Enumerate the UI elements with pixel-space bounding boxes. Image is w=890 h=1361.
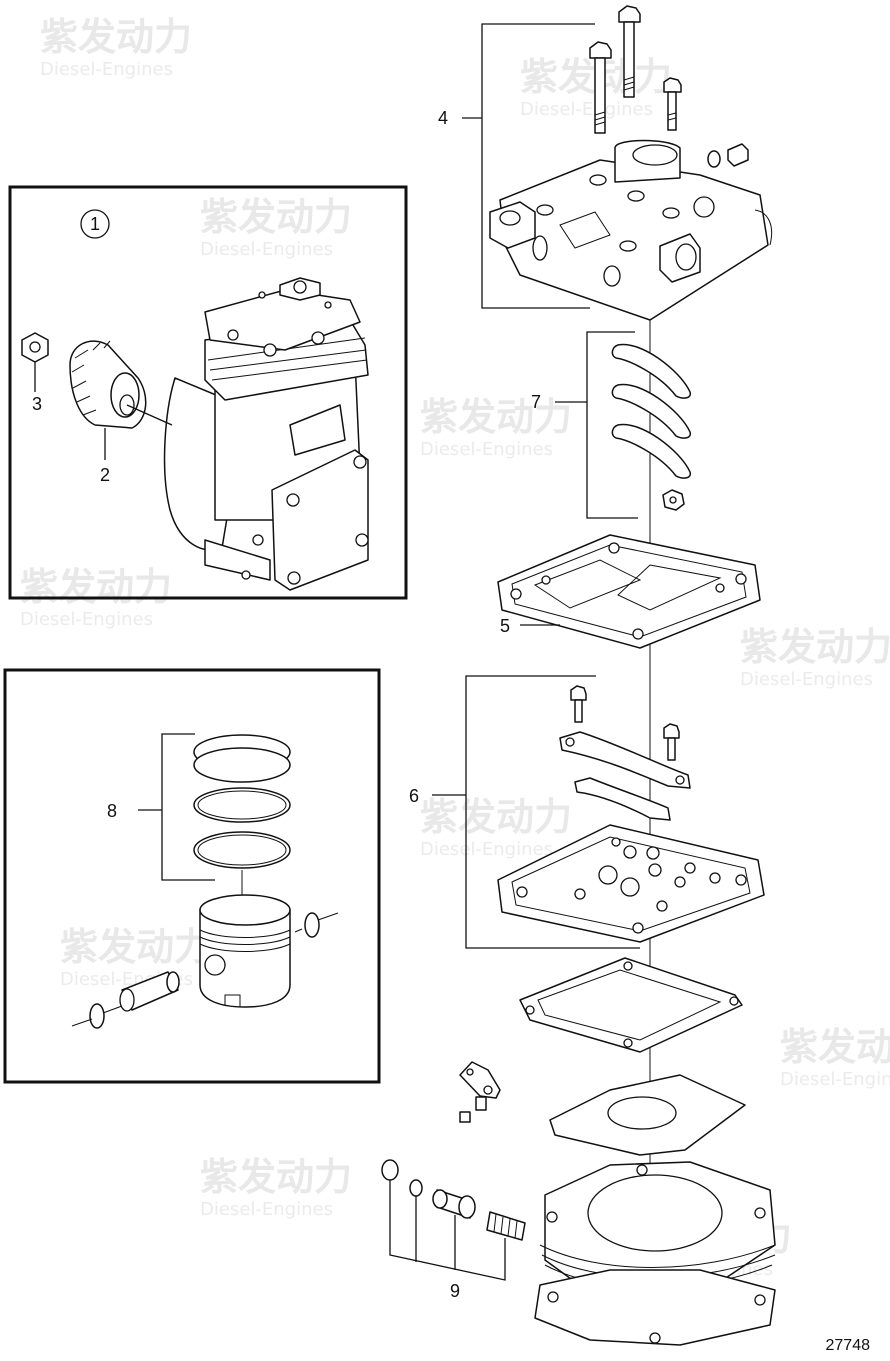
valve-reeds xyxy=(611,343,692,479)
callout-8: 8 xyxy=(107,801,117,821)
callout-6: 6 xyxy=(409,786,419,806)
piston-kit-frame xyxy=(3,668,381,1084)
svg-text:紫发动力: 紫发动力 xyxy=(740,625,890,669)
dowel-pins xyxy=(459,1096,487,1123)
svg-text:Diesel-Engines: Diesel-Engines xyxy=(20,609,153,630)
compressor-assembly-frame xyxy=(8,185,408,600)
drive-gear xyxy=(69,340,147,429)
svg-text:紫发动力: 紫发动力 xyxy=(20,565,172,609)
svg-text:紫发动力: 紫发动力 xyxy=(200,195,352,239)
svg-text:紫发动力: 紫发动力 xyxy=(60,925,212,969)
svg-text:Diesel-Engines: Diesel-Engines xyxy=(420,839,553,860)
piston xyxy=(199,894,291,1008)
thermal-plate xyxy=(549,1074,746,1156)
cylinder-head xyxy=(489,139,773,321)
callout-9: 9 xyxy=(450,1281,460,1301)
callout-5: 5 xyxy=(500,616,510,636)
valve-plate-assembly xyxy=(497,685,765,943)
unloader-valve-parts xyxy=(381,1159,526,1241)
piston-pin xyxy=(119,971,180,1012)
svg-text:Diesel-Engines: Diesel-Engines xyxy=(200,239,333,260)
callout-3: 3 xyxy=(32,394,42,414)
svg-text:Diesel-Engines: Diesel-Engines xyxy=(40,59,173,80)
svg-text:紫发动力: 紫发动力 xyxy=(200,1155,352,1199)
svg-text:Diesel-Engines: Diesel-Engines xyxy=(520,99,653,120)
lower-gasket xyxy=(519,957,743,1053)
svg-text:Diesel-Engines: Diesel-Engines xyxy=(420,439,553,460)
compressor-assembly xyxy=(163,277,369,591)
svg-text:Diesel-Engines: Diesel-Engines xyxy=(740,669,873,690)
head-gasket xyxy=(497,534,761,649)
valve-nut xyxy=(662,489,685,511)
svg-text:Diesel-Engines: Diesel-Engines xyxy=(780,1069,890,1090)
piston-rings xyxy=(193,734,291,869)
callout-2: 2 xyxy=(100,465,110,485)
banjo-plug xyxy=(707,143,749,168)
svg-text:紫发动力: 紫发动力 xyxy=(780,1025,890,1069)
callout-1: 1 xyxy=(90,214,100,234)
callout-7: 7 xyxy=(531,392,541,412)
assembly-callout-circle xyxy=(80,209,110,239)
svg-text:紫发动力: 紫发动力 xyxy=(40,15,192,59)
callout-4: 4 xyxy=(438,108,448,128)
svg-text:紫发动力: 紫发动力 xyxy=(420,395,572,439)
cylinder-head-bolts xyxy=(589,5,682,134)
svg-text:紫发动力: 紫发动力 xyxy=(420,795,572,839)
svg-text:Diesel-Engines: Diesel-Engines xyxy=(200,1199,333,1220)
figure-number: 27748 xyxy=(826,1337,871,1354)
mounting-bracket xyxy=(459,1061,501,1099)
gear-nut xyxy=(21,332,49,363)
circlip xyxy=(89,912,320,1029)
cylinder-barrel xyxy=(534,1161,776,1346)
